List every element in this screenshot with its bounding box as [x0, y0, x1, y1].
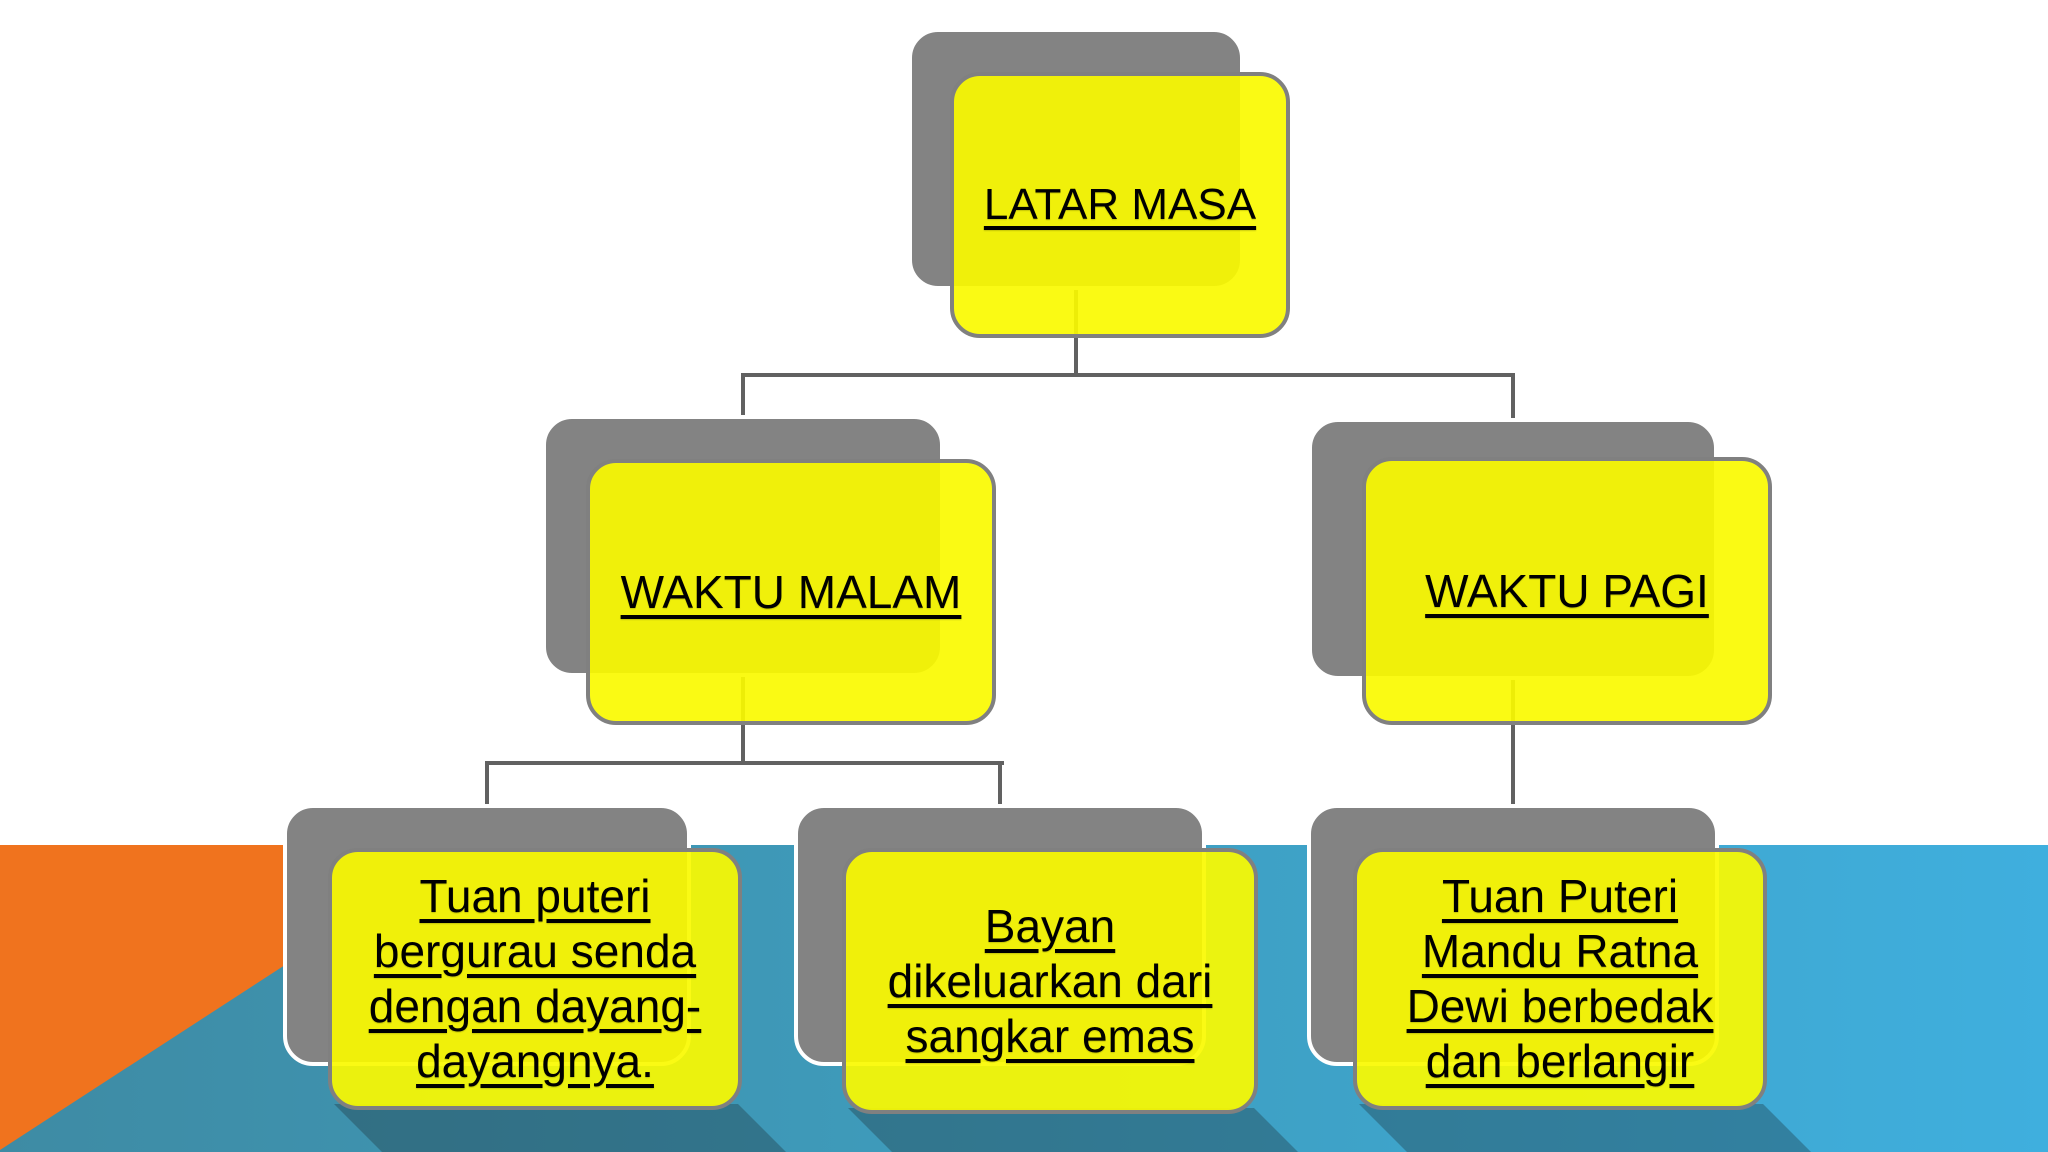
node-latar-masa-label: LATAR MASA	[983, 180, 1257, 229]
leaf1-line1: Tuan puteri	[419, 870, 651, 922]
node-leaf-bergurau[interactable]: Tuan puteri bergurau senda dengan dayang…	[328, 848, 742, 1110]
leaf3-cast-shadow	[1359, 1104, 1811, 1152]
node-waktu-pagi-label: WAKTU PAGI	[1425, 565, 1709, 617]
leaf1-line2: bergurau senda	[373, 925, 697, 977]
leaf3-line1: Tuan Puteri	[1441, 870, 1679, 922]
leaf2-line1: Bayan	[984, 899, 1116, 952]
leaf1-line3: dengan dayang-	[368, 980, 702, 1032]
connector-rail-level2	[741, 373, 1515, 377]
node-waktu-malam[interactable]: WAKTU MALAM	[586, 459, 996, 725]
connector-rail-level3	[485, 761, 1004, 765]
leaf3-line3: Dewi berbedak	[1406, 980, 1714, 1032]
node-leaf-mandu-ratna[interactable]: Tuan Puteri Mandu Ratna Dewi berbedak da…	[1353, 848, 1767, 1110]
leaf2-line3: sangkar emas	[905, 1009, 1195, 1062]
connector-drop-leaf1	[485, 763, 489, 806]
connector-drop-malam	[741, 375, 745, 417]
connector-drop-leaf2	[998, 763, 1002, 806]
connector-drop-pagi	[1511, 375, 1515, 420]
leaf3-line2: Mandu Ratna	[1421, 925, 1699, 977]
leaf2-line2: dikeluarkan dari	[887, 954, 1213, 1007]
connector-pagi-to-leaf3	[1511, 678, 1515, 806]
node-waktu-malam-label: WAKTU MALAM	[620, 566, 962, 618]
leaf3-line4: dan berlangir	[1425, 1035, 1695, 1087]
node-waktu-pagi[interactable]: WAKTU PAGI	[1362, 457, 1772, 725]
leaf1-cast-shadow	[334, 1104, 786, 1152]
leaf2-cast-shadow	[848, 1108, 1298, 1152]
node-leaf-bayan[interactable]: Bayan dikeluarkan dari sangkar emas	[842, 848, 1258, 1114]
node-latar-masa[interactable]: LATAR MASA	[950, 72, 1290, 338]
leaf1-line4: dayangnya.	[416, 1035, 654, 1087]
